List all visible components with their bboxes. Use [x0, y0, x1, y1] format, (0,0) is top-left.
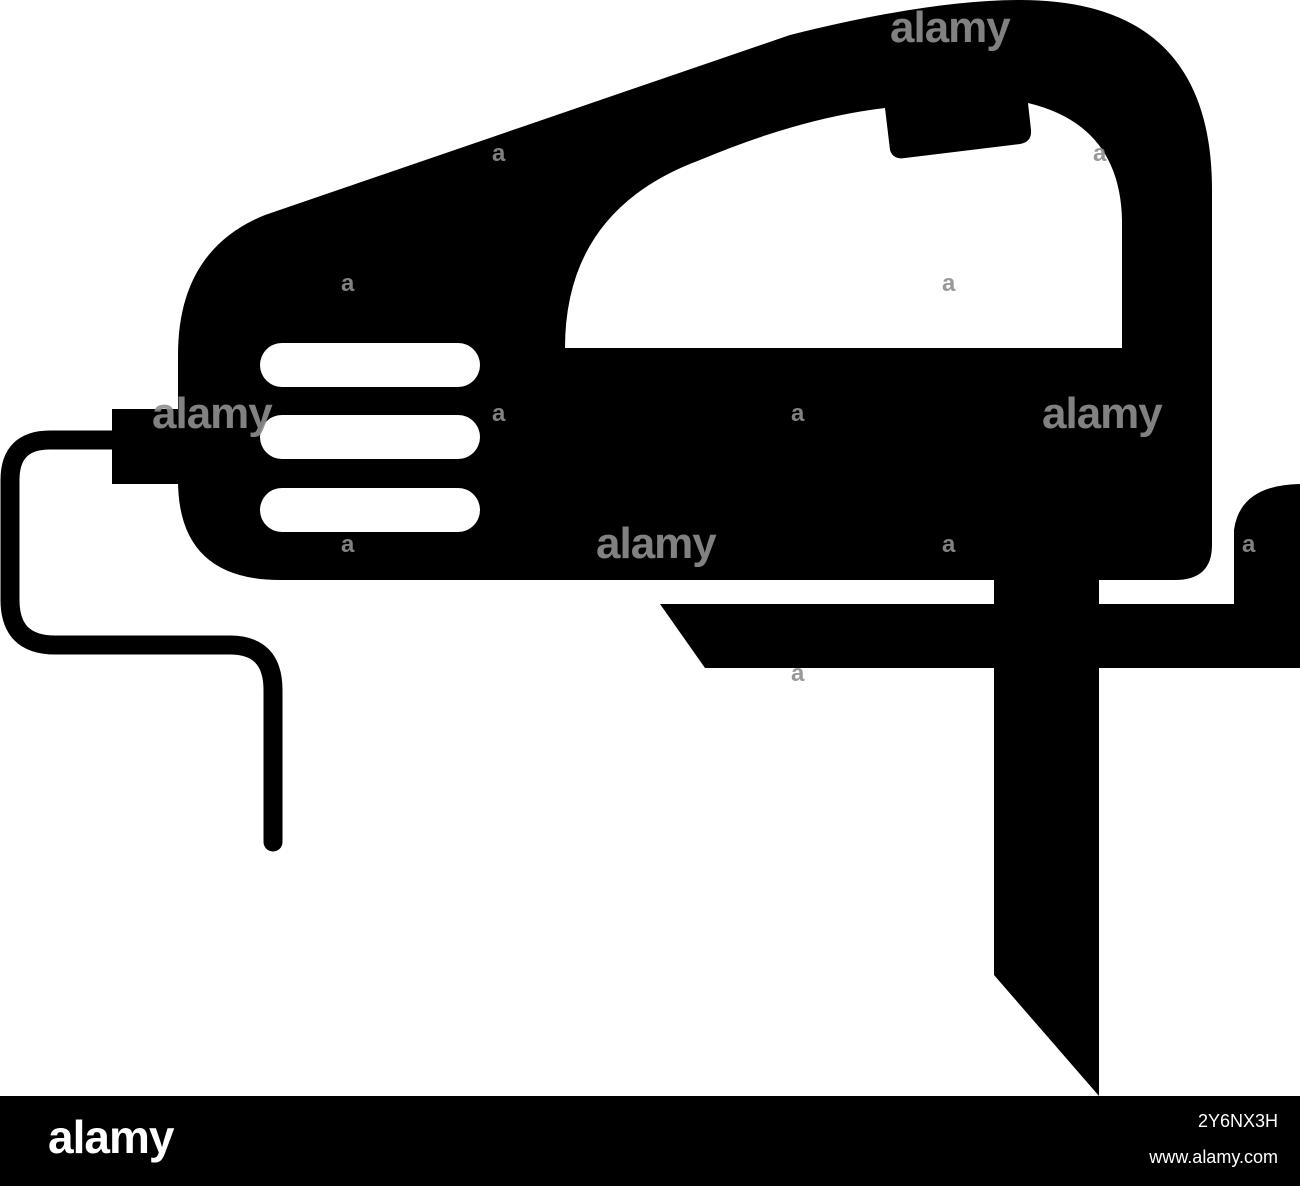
watermark-small: a — [1093, 140, 1106, 167]
footer-url: www.alamy.com — [1149, 1147, 1278, 1167]
image-canvas: alamy alamy alamy alamy a a a a a a a a … — [0, 0, 1300, 1096]
watermark-small: a — [492, 400, 505, 427]
watermark-small: a — [1242, 531, 1255, 558]
watermark-small: a — [341, 270, 354, 297]
image-id: 2Y6NX3H — [1197, 1111, 1278, 1131]
watermark-small: a — [341, 531, 354, 558]
watermark: alamy — [1042, 389, 1163, 438]
saw-blade — [994, 570, 1099, 1096]
footer-logo: alamy — [48, 1111, 174, 1163]
base-plate — [660, 484, 1300, 668]
jigsaw-icon — [0, 0, 1300, 1096]
watermark: alamy — [596, 519, 717, 568]
watermark-small: a — [791, 660, 804, 687]
watermark-small: a — [791, 400, 804, 427]
watermark: alamy — [152, 389, 273, 438]
power-plug — [112, 409, 180, 484]
vent-slot — [260, 415, 480, 459]
power-cord — [0, 430, 283, 852]
footer-bar: alamy 2Y6NX3H www.alamy.com — [0, 1096, 1300, 1186]
watermark-small: a — [942, 270, 955, 297]
watermark-small: a — [942, 531, 955, 558]
watermark: alamy — [890, 3, 1011, 52]
vent-slot — [260, 343, 480, 387]
vent-slot — [260, 488, 480, 532]
watermark-small: a — [492, 140, 505, 167]
